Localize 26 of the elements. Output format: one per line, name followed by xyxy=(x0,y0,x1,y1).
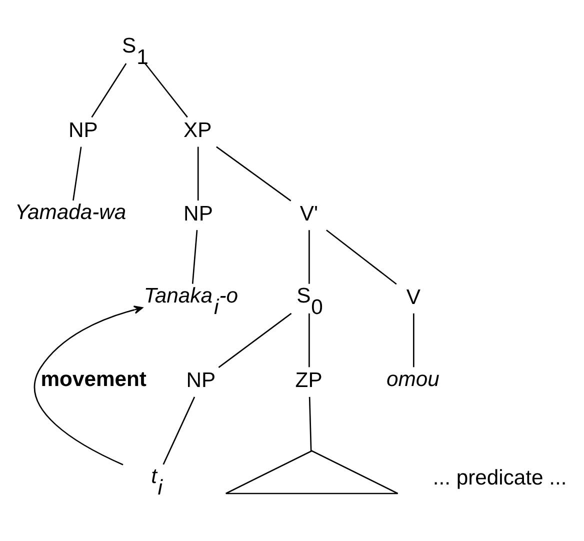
node-text: NP xyxy=(186,368,216,392)
node-text: V' xyxy=(300,202,318,225)
node-text: V xyxy=(406,285,420,308)
node-text: NP xyxy=(68,118,98,142)
connector xyxy=(308,230,310,284)
connector xyxy=(308,312,310,367)
connector xyxy=(218,312,292,368)
node-text: Yamada-wa xyxy=(14,200,126,224)
node-triangle xyxy=(225,450,398,494)
connector xyxy=(144,62,188,118)
connector xyxy=(413,312,414,367)
connector xyxy=(162,396,196,464)
connector xyxy=(91,62,127,118)
node-label: ... predicate ... xyxy=(432,466,567,489)
node-text: ZP xyxy=(295,368,322,392)
connector xyxy=(192,230,198,284)
connector xyxy=(197,146,199,200)
node-text: omou xyxy=(386,367,440,390)
connector xyxy=(326,229,397,284)
connector xyxy=(72,146,82,200)
node-text: XP xyxy=(184,118,212,142)
connector xyxy=(308,396,312,451)
edge-label: movement xyxy=(40,367,146,390)
arrow xyxy=(34,305,143,465)
node-text: NP xyxy=(184,202,213,225)
connector xyxy=(216,146,292,201)
